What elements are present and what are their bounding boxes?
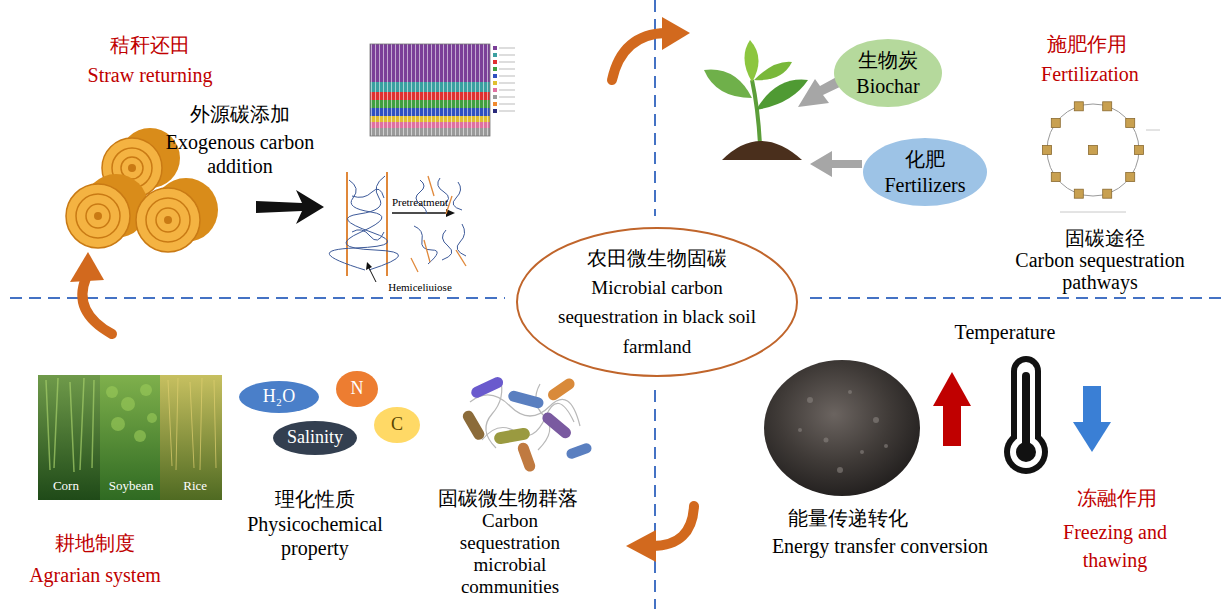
item-title: 能量传递转化 — [788, 506, 908, 530]
biochar-ellipse: 生物炭Biochar — [834, 39, 942, 107]
axis-label: Temperature — [955, 320, 1056, 344]
node-content: 农田微生物固碳Microbial carbon sequestration in… — [515, 226, 799, 378]
node-text: Microbial carbon sequestration in black … — [551, 273, 763, 361]
calvin-cycle — [1043, 102, 1161, 212]
section-title: 耕地制度 — [55, 531, 135, 555]
item-title: Exogenous carbon addition — [150, 130, 330, 178]
section-title: Freezing and thawing — [1045, 518, 1185, 574]
node-text: 农田微生物固碳 — [587, 243, 727, 273]
node-text: Rice — [183, 478, 207, 494]
nitrogen-circle: N — [336, 371, 378, 407]
node-content: N — [336, 371, 378, 407]
node-text: Corn — [53, 478, 79, 494]
section-title: 施肥作用 — [1047, 32, 1127, 56]
node-shape — [834, 39, 942, 107]
node-shape — [336, 371, 378, 407]
plant-icon — [704, 40, 808, 160]
node-text: Biochar — [856, 73, 919, 99]
node-text: H₂O — [263, 387, 295, 407]
fertilizer-ellipse: 化肥Fertilizers — [863, 138, 987, 206]
node-text: 生物炭 — [858, 47, 918, 73]
item-title: 固碳微生物群落 — [438, 486, 578, 510]
figure-label: Hemiceliuiose — [388, 281, 452, 294]
section-title: Straw returning — [88, 63, 213, 87]
item-title: Carbon sequestration pathways — [995, 249, 1205, 293]
crop-photo: Corn Soybean Rice — [38, 375, 222, 500]
node-text: Salinity — [287, 428, 343, 448]
node-text: Soybean — [109, 478, 154, 494]
node-content: C — [374, 407, 420, 443]
node-shape — [517, 228, 797, 376]
node-content: H₂O — [239, 381, 319, 413]
node-content: Corn Soybean Rice — [38, 375, 222, 500]
item-title: 外源碳添加 — [190, 102, 290, 126]
item-title: Energy transfer conversion — [772, 534, 988, 558]
node-content: 生物炭Biochar — [834, 39, 942, 107]
figure-label: Pretreatment — [392, 196, 448, 209]
node-content: Salinity — [273, 421, 357, 455]
water-ellipse: H₂O — [239, 381, 319, 413]
soil-image — [764, 360, 920, 496]
section-title: Fertilization — [1041, 62, 1139, 86]
node-text: 化肥 — [905, 146, 945, 172]
temperature-icons — [933, 356, 1111, 474]
item-title: Physicochemical property — [235, 512, 395, 560]
node-shape — [273, 421, 357, 455]
item-title: Carbon sequestration microbial communiti… — [445, 510, 575, 598]
divider-lines — [10, 0, 1227, 609]
carbon-circle: C — [374, 407, 420, 443]
salinity-ellipse: Salinity — [273, 421, 357, 455]
crop-photo-image — [38, 375, 222, 500]
node-text: C — [391, 415, 403, 435]
node-shape — [374, 407, 420, 443]
node-text: Fertilizers — [884, 172, 965, 198]
bar-chart — [370, 44, 515, 136]
section-title: 冻融作用 — [1077, 486, 1157, 510]
item-title: 理化性质 — [275, 487, 355, 511]
node-shape — [239, 381, 319, 413]
node-content: 化肥Fertilizers — [863, 138, 987, 206]
section-title: Agrarian system — [29, 563, 161, 587]
section-title: 秸秆还田 — [110, 33, 190, 57]
node-text: N — [351, 379, 364, 399]
item-title: 固碳途径 — [1065, 226, 1145, 250]
node-shape — [863, 138, 987, 206]
microbes-figure — [461, 375, 593, 473]
black-arrow — [256, 190, 324, 224]
central-ellipse: 农田微生物固碳Microbial carbon sequestration in… — [515, 226, 799, 378]
pretreatment-figure — [329, 172, 466, 282]
